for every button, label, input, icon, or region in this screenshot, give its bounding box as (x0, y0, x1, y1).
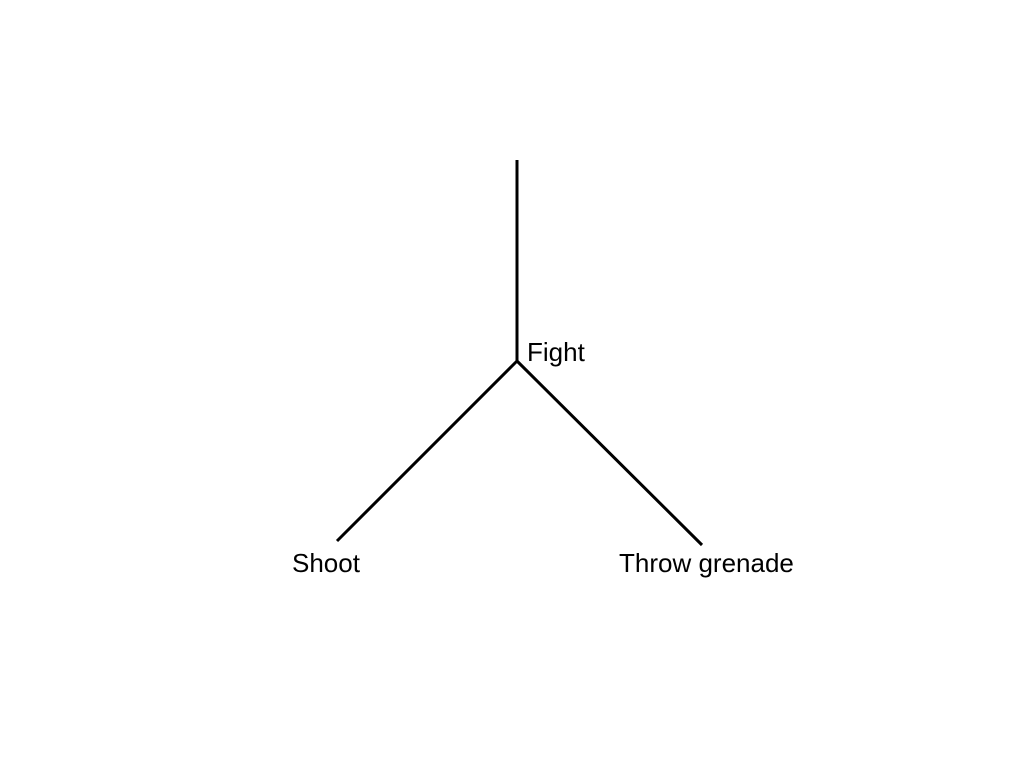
node-label-fight: Fight (527, 337, 586, 367)
node-label-throw-grenade: Throw grenade (619, 548, 794, 578)
edge-fight-to-shoot (335, 359, 519, 543)
node-label-shoot: Shoot (292, 548, 361, 578)
edge-fight-to-throw-grenade (515, 359, 704, 547)
